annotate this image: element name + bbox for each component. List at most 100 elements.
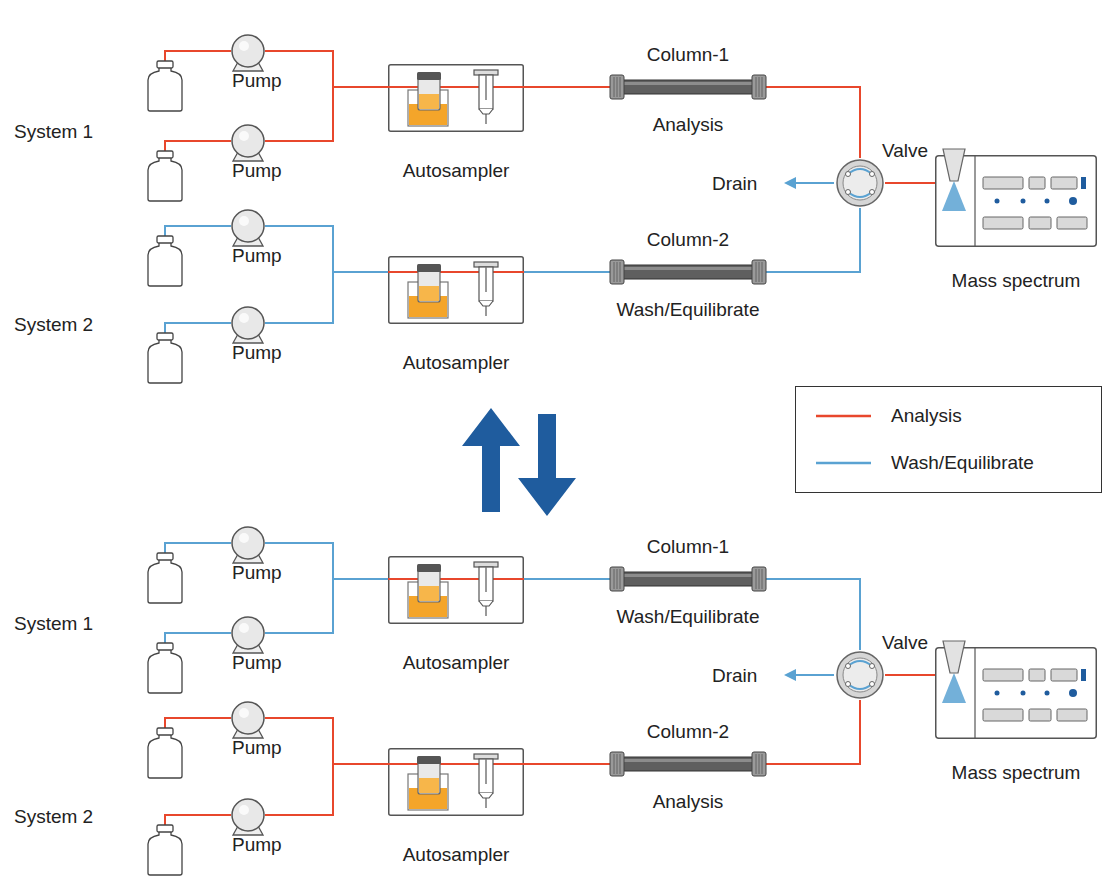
syringe-tip (479, 301, 493, 306)
ms-component (1057, 709, 1087, 721)
fitting-ridge (620, 262, 621, 282)
valve-body (837, 652, 883, 698)
node-label: Pump (232, 652, 282, 674)
ms-component (1029, 217, 1051, 229)
flow-line (766, 208, 860, 272)
ion-dot (995, 691, 1000, 696)
valve-node: Valve (835, 158, 885, 208)
system-label: System 1 (14, 613, 93, 635)
ms-component (1051, 177, 1077, 189)
node-label: Valve (882, 140, 928, 162)
node-label: Pump (232, 245, 282, 267)
node-label: Autosampler (403, 652, 510, 674)
bottle-body (148, 831, 182, 875)
node-label: Pump (232, 562, 282, 584)
supply-line (165, 543, 231, 553)
legend-text: Analysis (891, 405, 962, 427)
valve-channel (848, 661, 872, 666)
flow-line (524, 578, 610, 580)
pump-node: Pump (231, 306, 265, 344)
solvent-bottle (148, 61, 182, 111)
autosampler-housing (389, 557, 524, 624)
flow-line (524, 86, 610, 88)
pump-highlight (239, 533, 249, 543)
vial-liquid (419, 94, 439, 109)
column-node: Column-2Wash/Equilibrate (610, 259, 766, 285)
syringe-tip (479, 109, 493, 114)
vial-liquid (419, 778, 439, 793)
pump-node: Pump (231, 34, 265, 72)
ion-source-nozzle (943, 149, 965, 181)
column-highlight (622, 759, 754, 762)
node-label: Pump (232, 160, 282, 182)
supply-line (165, 141, 231, 151)
column-fitting (610, 567, 624, 591)
supply-line (165, 815, 231, 825)
autosampler-node: Autosampler (388, 748, 524, 816)
legend-text: Wash/Equilibrate (891, 452, 1034, 474)
legend-sample (796, 448, 886, 478)
pump-node: Pump (231, 124, 265, 162)
solvent-bottle (148, 728, 182, 778)
fitting-ridge (756, 569, 757, 589)
pump-highlight (239, 216, 249, 226)
pump-symbol (232, 617, 264, 649)
column-highlight (622, 267, 754, 270)
bottle-cap (157, 151, 173, 158)
fitting-ridge (617, 754, 618, 774)
node-outline (935, 155, 1097, 247)
column-node: Column-1Wash/Equilibrate (610, 566, 766, 592)
syringe-needle (485, 306, 486, 316)
autosampler-housing (389, 749, 524, 816)
sample-tray (408, 282, 448, 318)
node-label: Column-1 (647, 536, 729, 558)
sample-line (388, 86, 524, 88)
autosampler-housing (389, 65, 524, 132)
pump-highlight (239, 41, 249, 51)
pump-symbol (232, 125, 264, 157)
fitting-ridge (620, 569, 621, 589)
fitting-ridge (756, 754, 757, 774)
fitting-ridge (759, 77, 760, 97)
valve-rotor (843, 658, 877, 692)
drain-line (794, 182, 834, 184)
valve-port (870, 172, 875, 177)
node-label: Autosampler (403, 844, 510, 866)
valve-body (837, 160, 883, 206)
vial-liquid (419, 586, 439, 601)
mass-spectrometer-node: Mass spectrum (935, 155, 1097, 247)
ms-divider (974, 155, 975, 247)
column-body (622, 80, 754, 94)
bottle-cap (157, 825, 173, 832)
sample-tray (408, 90, 448, 126)
node-outline (231, 616, 265, 654)
sample-tray (408, 582, 448, 618)
node-outline (231, 34, 265, 72)
node-outline (231, 798, 265, 836)
node-outline (835, 158, 885, 208)
flow-line (766, 579, 860, 650)
autosampler-node: Autosampler (388, 556, 524, 624)
valve-port (846, 664, 851, 669)
pump-node: Pump (231, 798, 265, 836)
mass-spectrometer-node: Mass spectrum (935, 647, 1097, 739)
drain-label: Drain (712, 173, 757, 195)
system-label: System 2 (14, 314, 93, 336)
solvent-bottle (148, 151, 182, 201)
legend-item: Analysis (796, 401, 1101, 431)
system-label: System 1 (14, 121, 93, 143)
pump-highlight (239, 131, 249, 141)
bottle-body (148, 242, 182, 286)
electrospray (942, 181, 966, 211)
solvent-bottle (148, 333, 182, 383)
syringe-tip (479, 601, 493, 606)
ion-dot (995, 199, 1000, 204)
syringe-rod (485, 567, 487, 592)
node-outline (935, 647, 1097, 739)
bottle-body (148, 649, 182, 693)
syringe-needle (485, 606, 486, 616)
fitting-ridge (756, 262, 757, 282)
syringe-rod (485, 759, 487, 784)
solvent-bottle (148, 825, 182, 875)
ms-component (1029, 177, 1045, 189)
